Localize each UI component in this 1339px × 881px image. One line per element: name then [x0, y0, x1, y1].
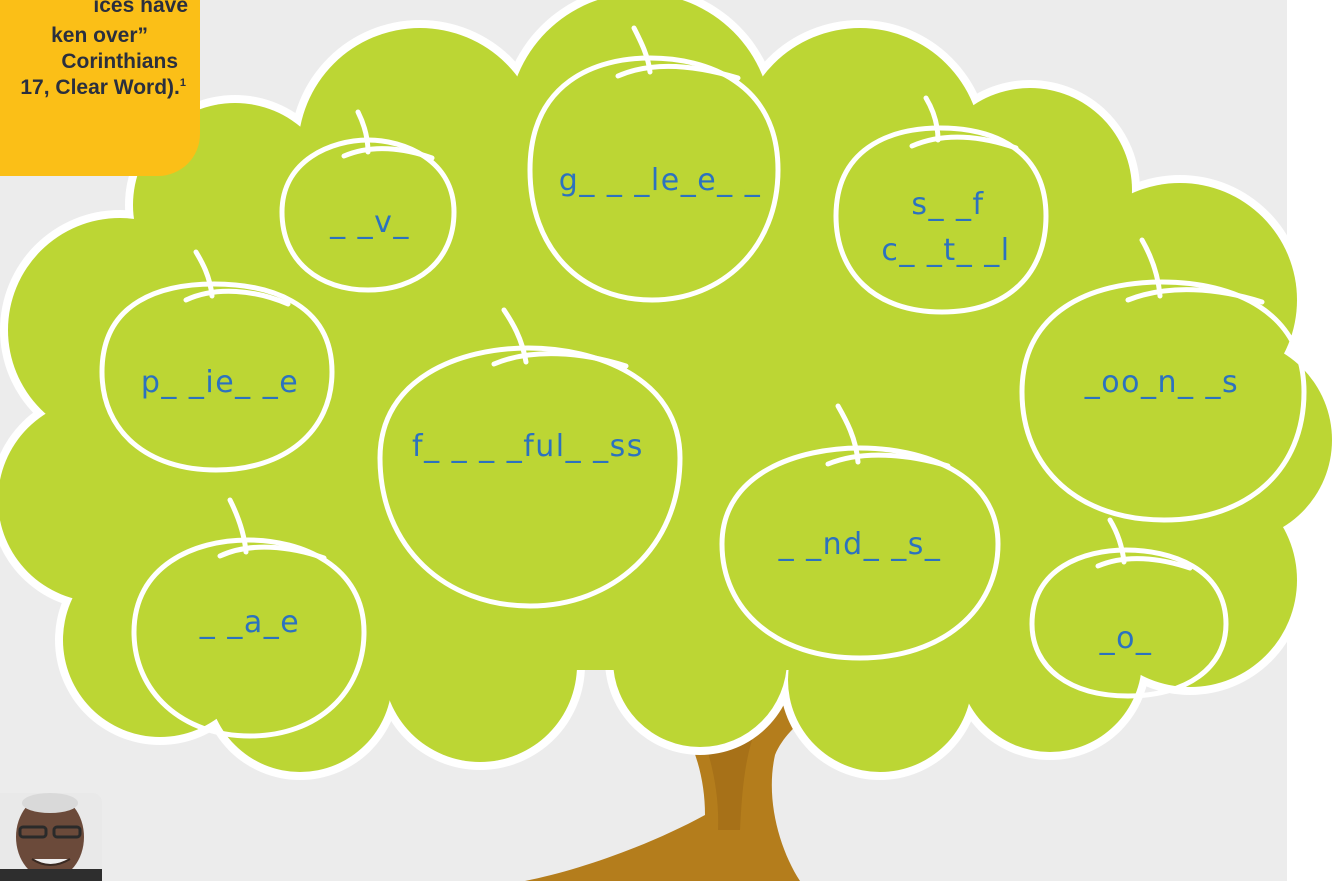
apple-word-1: _ _v_ [329, 205, 410, 240]
apple-8 [131, 497, 367, 739]
apple-word-3a: s_ _f [911, 187, 984, 222]
apple-word-6: _oo_n_ _s [1084, 365, 1239, 400]
callout-footnote-marker: 1 [179, 77, 186, 89]
apple-9 [1029, 517, 1229, 699]
apple-6 [1019, 237, 1307, 523]
apple-4 [99, 249, 335, 473]
apple-word-9: _o_ [1099, 621, 1153, 656]
apple-7 [719, 403, 1001, 661]
quote-callout: ices have ken over” Corinthians 17, Clea… [0, 0, 200, 176]
author-photo [0, 793, 102, 881]
callout-line-2: ken over” [51, 24, 148, 47]
apple-word-4: p_ _ie_ _e [141, 365, 299, 400]
apple-5 [377, 307, 683, 609]
apple-word-2: g_ _ _le_e_ _ [559, 163, 761, 198]
callout-line-4-text: 17, Clear Word). [20, 76, 180, 99]
author-portrait-image [0, 793, 102, 881]
apple-3 [833, 95, 1049, 315]
apple-word-5: f_ _ _ _ful_ _ss [412, 429, 644, 464]
apple-2 [527, 25, 781, 303]
tree-trunk [525, 670, 870, 881]
apple-word-7: _ _nd_ _s_ [778, 527, 942, 562]
apple-word-8: _ _a_e [199, 605, 300, 640]
apple-1 [279, 109, 457, 293]
apple-word-3b: c_ _t_ _l [881, 233, 1010, 268]
callout-line-3: Corinthians [61, 50, 178, 73]
callout-line-1: ices have [93, 0, 188, 17]
callout-line-4: 17, Clear Word).1 [20, 76, 186, 100]
tree-canopy-fill [0, 0, 1332, 772]
